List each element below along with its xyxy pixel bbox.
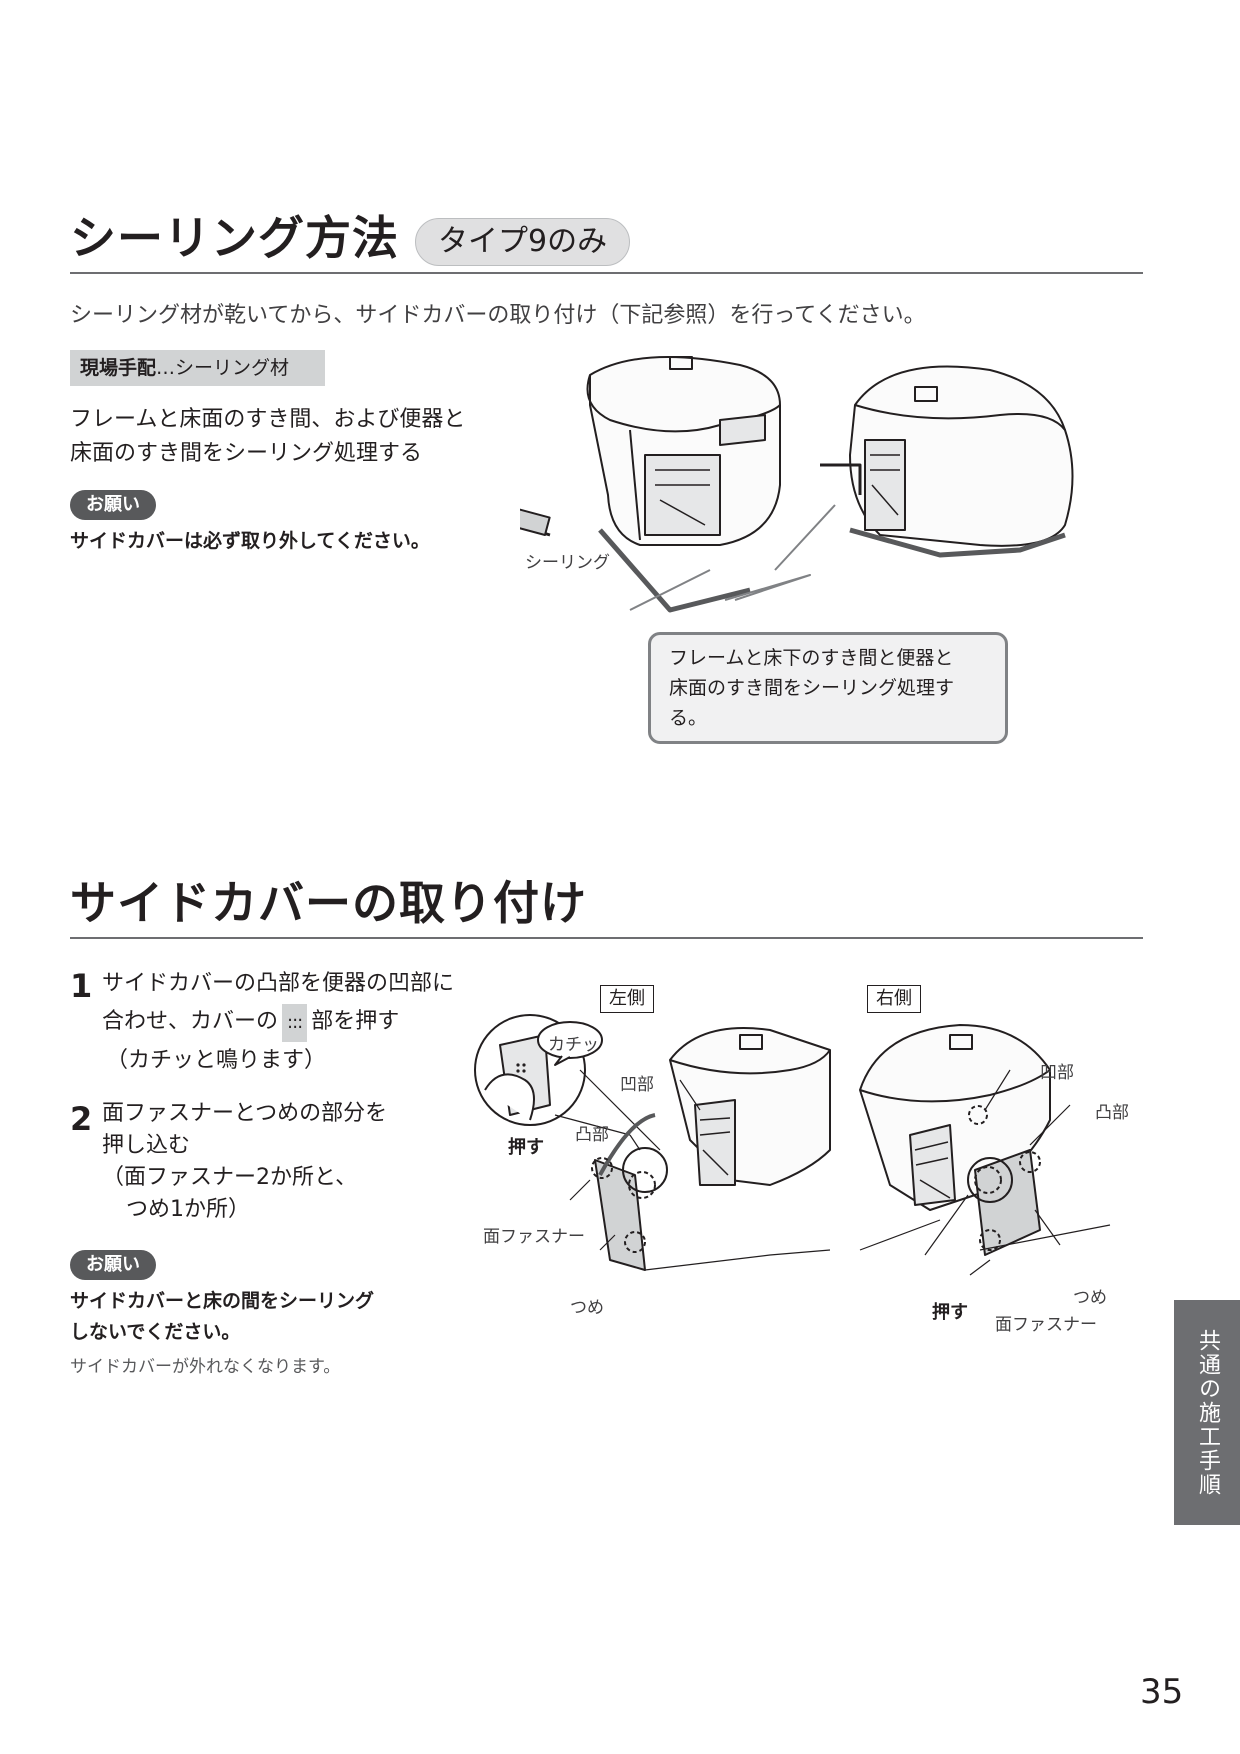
request-badge-2: お願い <box>70 1250 156 1280</box>
sealing-illustration <box>520 356 1074 613</box>
sealing-title: シーリング方法 <box>70 211 399 265</box>
sealing-callout-line2: 床面のすき間をシーリング処理する。 <box>669 677 955 729</box>
sidecover-request: サイドカバーと床の間をシーリング しないでください。 <box>70 1286 374 1348</box>
step1-line1: サイドカバーの凸部を便器の凹部に <box>102 971 455 996</box>
materials-value: …シーリング材 <box>156 357 290 379</box>
step1-number: 1 <box>70 967 93 1005</box>
right-side-label: 右側 <box>867 985 921 1013</box>
step2-text: 面ファスナーとつめの部分を 押し込む （面ファスナー2か所と、 つめ1か所） <box>102 1098 387 1226</box>
step2-line4: つめ1か所） <box>126 1197 250 1222</box>
sealing-request-text: サイドカバーは必ず取り外してください。 <box>70 530 430 552</box>
materials-tag: 現場手配…シーリング材 <box>70 350 325 386</box>
right-convex-label: 凸部 <box>1095 1103 1129 1123</box>
right-fastener-label: 面ファスナー <box>995 1315 1097 1335</box>
sealing-body-line1: フレームと床面のすき間、および便器と <box>70 407 466 432</box>
sealing-callout: フレームと床下のすき間と便器と 床面のすき間をシーリング処理する。 <box>648 632 1008 744</box>
side-tab: 共通の施工手順 <box>1174 1300 1240 1525</box>
left-push-label: 押す <box>508 1137 544 1158</box>
click-label: カチッ <box>548 1035 599 1055</box>
left-convex-label: 凸部 <box>575 1125 609 1145</box>
left-fastener-label: 面ファスナー <box>483 1227 585 1247</box>
step2-number: 2 <box>70 1100 93 1138</box>
sidecover-illustration <box>474 1014 1111 1276</box>
sealing-intro: シーリング材が乾いてから、サイドカバーの取り付け（下記参照）を行ってください。 <box>70 303 926 328</box>
step1-line3: （カチッと鳴ります） <box>106 1048 327 1073</box>
sealing-body: フレームと床面のすき間、および便器と 床面のすき間をシーリング処理する <box>70 403 465 471</box>
step2-line3: （面ファスナー2か所と、 <box>102 1165 358 1190</box>
step1-line2b: 部を押す <box>311 1009 400 1034</box>
sealing-gun-label: シーリング <box>525 553 610 573</box>
step1-line2a: 合わせ、カバーの <box>102 1009 279 1034</box>
section-rule-2 <box>70 937 1143 939</box>
type-badge: タイプ9のみ <box>415 218 631 266</box>
left-concave-label: 凹部 <box>620 1075 654 1095</box>
left-claw-label: つめ <box>570 1298 604 1318</box>
section-rule <box>70 272 1143 274</box>
step2-line1: 面ファスナーとつめの部分を <box>102 1101 388 1126</box>
sidecover-title: サイドカバーの取り付け <box>70 876 587 930</box>
right-concave-label: 凹部 <box>1040 1063 1074 1083</box>
sidecover-request-note: サイドカバーが外れなくなります。 <box>70 1357 341 1377</box>
request-badge: お願い <box>70 490 156 520</box>
left-side-label: 左側 <box>600 985 654 1013</box>
sidecover-request-line1: サイドカバーと床の間をシーリング <box>70 1290 375 1312</box>
sealing-body-line2: 床面のすき間をシーリング処理する <box>70 441 423 466</box>
right-claw-label: つめ <box>1073 1288 1107 1308</box>
step2-line2: 押し込む <box>102 1133 191 1158</box>
push-dots-icon: ::: <box>282 1004 308 1042</box>
materials-label: 現場手配 <box>80 357 157 379</box>
sidecover-request-line2: しないでください。 <box>70 1321 241 1343</box>
sealing-callout-line1: フレームと床下のすき間と便器と <box>669 647 954 669</box>
step1-text: サイドカバーの凸部を便器の凹部に 合わせ、カバーの:::部を押す （カチッと鳴り… <box>102 965 454 1080</box>
page-number: 35 <box>1140 1672 1184 1712</box>
right-push-label: 押す <box>932 1302 968 1323</box>
step1-line2: 合わせ、カバーの:::部を押す <box>102 1003 454 1042</box>
